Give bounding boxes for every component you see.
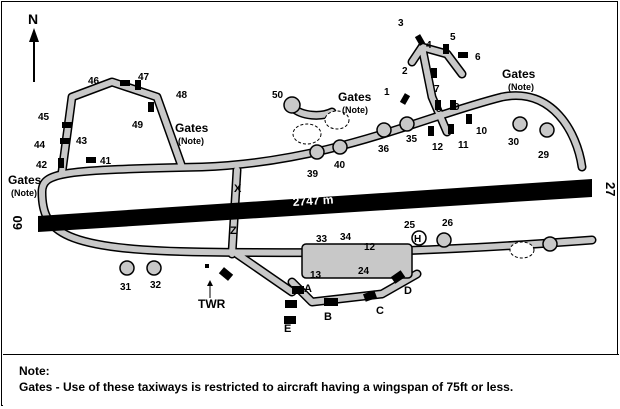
stand-36: 36 (378, 144, 390, 155)
remote-pad (292, 123, 322, 145)
aircraft-stand-icons (58, 34, 472, 324)
stand-32: 32 (150, 280, 162, 291)
stand-12: 12 (432, 142, 444, 153)
stand-46: 46 (88, 76, 100, 87)
stand-11: 11 (458, 140, 469, 151)
runway-end-60: 60 (10, 216, 25, 230)
gates-label-east: Gates (502, 67, 536, 81)
gates-note-west: (Note) (11, 188, 37, 198)
stand-49: 49 (132, 120, 144, 131)
stand-2: 2 (402, 66, 408, 77)
stand-13: 13 (310, 270, 322, 281)
remote-pad (509, 241, 535, 259)
stand-24: 24 (358, 266, 370, 277)
stand-50: 50 (272, 90, 284, 101)
gates-label-center: Gates (338, 90, 372, 104)
remote-pad (324, 110, 350, 130)
stand-33: 33 (316, 234, 328, 245)
stand-42: 42 (36, 160, 48, 171)
stand-43: 43 (76, 136, 88, 147)
stand-29: 29 (538, 150, 550, 161)
stand-35: 35 (406, 134, 418, 145)
stand-48: 48 (176, 90, 188, 101)
gates-label-northwest: Gates (175, 121, 209, 135)
apron-a: A (304, 283, 312, 295)
airport-map: 2747 m 60 27 N (8, 11, 618, 335)
note-title: Note: (19, 364, 50, 378)
stand-8: 8 (436, 104, 442, 115)
stand-44: 44 (34, 140, 46, 151)
stand-1: 1 (384, 87, 390, 98)
stand-47: 47 (138, 72, 150, 83)
gates-note-east: (Note) (508, 82, 534, 92)
stand-7: 7 (434, 84, 440, 95)
stand-34: 34 (340, 232, 352, 243)
stand-41: 41 (100, 156, 112, 167)
apron-d: D (404, 285, 412, 297)
tower-label: TWR (198, 297, 226, 311)
taxiway-z-label: Z (230, 225, 237, 237)
stand-31: 31 (120, 282, 132, 293)
apron-e: E (284, 323, 291, 335)
stand-26: 26 (442, 218, 454, 229)
gates-note-northwest: (Note) (178, 136, 204, 146)
north-label: N (28, 11, 38, 27)
gates-note-center: (Note) (342, 105, 368, 115)
stand-6: 6 (475, 52, 481, 63)
apron-c: C (376, 305, 384, 317)
stand-number-labels: 3 4 5 6 2 7 1 8 9 10 11 12 35 36 50 40 3… (34, 18, 550, 293)
note-panel: Note: Gates - Use of these taxiways is r… (3, 354, 619, 409)
stand-3: 3 (398, 18, 404, 29)
taxiway-x-label: X (234, 183, 242, 195)
runway-bar (38, 179, 592, 232)
runway-length-label: 2747 m (292, 192, 334, 209)
stand-30: 30 (508, 137, 520, 148)
stand-12-apron: 12 (364, 242, 376, 253)
stand-5: 5 (450, 32, 456, 43)
stand-40: 40 (334, 160, 346, 171)
gates-label-west: Gates (8, 173, 42, 187)
north-arrow-icon (29, 28, 39, 82)
helipad-label: H (414, 234, 421, 245)
apron-b: B (324, 311, 332, 323)
note-text: Gates - Use of these taxiways is restric… (19, 380, 514, 394)
apron-letter-labels: A B C D E (284, 283, 412, 335)
stand-10: 10 (476, 126, 488, 137)
stand-9: 9 (454, 102, 460, 113)
main-apron (301, 243, 413, 279)
stand-25: 25 (404, 220, 416, 231)
helipad-icon (411, 230, 427, 246)
stand-50-pad (283, 96, 301, 114)
stand-39: 39 (307, 169, 319, 180)
runway-end-27: 27 (603, 182, 618, 196)
stand-4: 4 (426, 40, 432, 51)
stand-45: 45 (38, 112, 50, 123)
